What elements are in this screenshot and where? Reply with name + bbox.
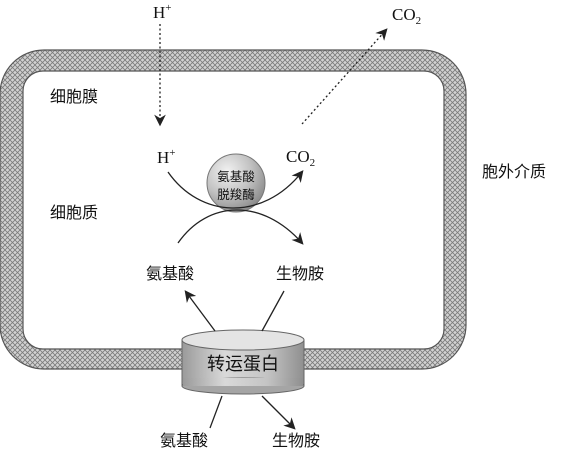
proton-outside-label: H+ bbox=[153, 2, 172, 22]
cytoplasm-label: 细胞质 bbox=[50, 203, 98, 222]
amino-acid-to-amine-curve bbox=[177, 209, 304, 245]
decarboxylase-enzyme: 氨基酸 脱羧酶 bbox=[206, 153, 266, 213]
extracellular-label: 胞外介质 bbox=[482, 162, 546, 181]
co2-inside-label: CO2 bbox=[286, 147, 315, 169]
biogenic-amine-inside-label: 生物胺 bbox=[276, 264, 324, 283]
amino-acid-import-inner-arrow bbox=[184, 290, 216, 332]
amino-acid-outside-label: 氨基酸 bbox=[160, 431, 208, 450]
co2-efflux-arrow bbox=[301, 28, 388, 125]
amine-to-transporter-arrow bbox=[261, 290, 285, 332]
amino-acid-inside-label: 氨基酸 bbox=[146, 264, 194, 283]
transporter-label: 转运蛋白 bbox=[207, 354, 279, 375]
transporter-protein: 转运蛋白 bbox=[181, 329, 305, 395]
cell-membrane bbox=[0, 49, 467, 370]
proton-to-co2-curve bbox=[167, 170, 304, 209]
co2-outside-label: CO2 bbox=[392, 5, 421, 27]
amine-export-outer-arrow bbox=[261, 395, 296, 430]
enzyme-label-line1: 氨基酸 bbox=[217, 169, 255, 184]
proton-inside-label: H+ bbox=[157, 147, 176, 167]
biogenic-amine-outside-label: 生物胺 bbox=[272, 431, 320, 450]
enzyme-label-line2: 脱羧酶 bbox=[217, 187, 255, 202]
amino-acid-to-transporter-arrow bbox=[209, 395, 223, 429]
membrane-label: 细胞膜 bbox=[50, 87, 98, 106]
